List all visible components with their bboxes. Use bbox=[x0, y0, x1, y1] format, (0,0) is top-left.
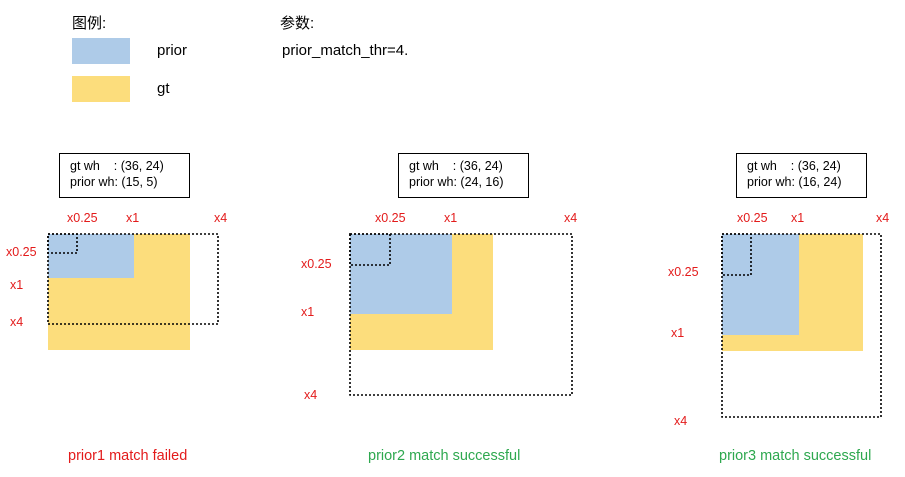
panel-1-shapes bbox=[47, 233, 219, 350]
panel-1-tick-x025: x0.25 bbox=[67, 211, 98, 225]
legend-swatch-prior bbox=[72, 38, 130, 64]
panel-2-status: prior2 match successful bbox=[368, 448, 521, 464]
panel-3-tick-x1: x1 bbox=[791, 211, 805, 225]
panel-2-tick-x1: x1 bbox=[444, 211, 458, 225]
panel-3-shapes bbox=[721, 233, 882, 418]
panel-2-tick-y4: x4 bbox=[304, 388, 318, 402]
panel-2-prior-x4-box bbox=[349, 233, 573, 396]
panel-3-status: prior3 match successful bbox=[719, 448, 872, 464]
panel-1-tick-y4: x4 bbox=[10, 315, 24, 329]
panel-3-tick-x4: x4 bbox=[876, 211, 890, 225]
params-title: 参数: bbox=[280, 15, 315, 32]
legend-label-prior: prior bbox=[157, 42, 188, 59]
params-value: prior_match_thr=4. bbox=[282, 42, 409, 59]
panel-3-info-gt: gt wh : (36, 24) bbox=[747, 159, 841, 173]
legend-title: 图例: bbox=[72, 15, 107, 32]
panel-1-tick-y025: x0.25 bbox=[6, 245, 37, 259]
panel-1-info-prior: prior wh: (15, 5) bbox=[70, 175, 158, 189]
panel-2-shapes bbox=[349, 233, 573, 396]
panel-1-prior-x4-box bbox=[47, 233, 219, 325]
panel-3-info-prior: prior wh: (16, 24) bbox=[747, 175, 842, 189]
panel-1-prior-box bbox=[48, 234, 134, 278]
panel-3-tick-y4: x4 bbox=[674, 414, 688, 428]
panel-2-tick-y025: x0.25 bbox=[301, 257, 332, 271]
panel-1-tick-x1: x1 bbox=[126, 211, 140, 225]
panel-2-info-prior: prior wh: (24, 16) bbox=[409, 175, 504, 189]
panel-1-info-box: gt wh : (36, 24) prior wh: (15, 5) bbox=[59, 153, 190, 198]
panel-3-info-box: gt wh : (36, 24) prior wh: (16, 24) bbox=[736, 153, 867, 198]
panel-3-prior-box bbox=[722, 234, 799, 335]
panel-2-tick-y1: x1 bbox=[301, 305, 315, 319]
panel-1-tick-y1: x1 bbox=[10, 278, 24, 292]
panel-3-prior-x4-box bbox=[721, 233, 882, 418]
panel-3-prior-x025-box bbox=[721, 233, 752, 276]
panel-2-info-box: gt wh : (36, 24) prior wh: (24, 16) bbox=[398, 153, 529, 198]
panel-1-tick-x4: x4 bbox=[214, 211, 228, 225]
legend-swatch-gt bbox=[72, 76, 130, 102]
panel-3-tick-y1: x1 bbox=[671, 326, 685, 340]
panel-2-tick-x4: x4 bbox=[564, 211, 578, 225]
panel-3-tick-x025: x0.25 bbox=[737, 211, 768, 225]
legend-label-gt: gt bbox=[157, 80, 170, 97]
panel-3-tick-y025: x0.25 bbox=[668, 265, 699, 279]
panel-2-info-gt: gt wh : (36, 24) bbox=[409, 159, 503, 173]
panel-2-prior-box bbox=[350, 234, 452, 314]
panel-1-status: prior1 match failed bbox=[68, 448, 188, 464]
panel-2-tick-x025: x0.25 bbox=[375, 211, 406, 225]
panel-1-info-gt: gt wh : (36, 24) bbox=[70, 159, 164, 173]
